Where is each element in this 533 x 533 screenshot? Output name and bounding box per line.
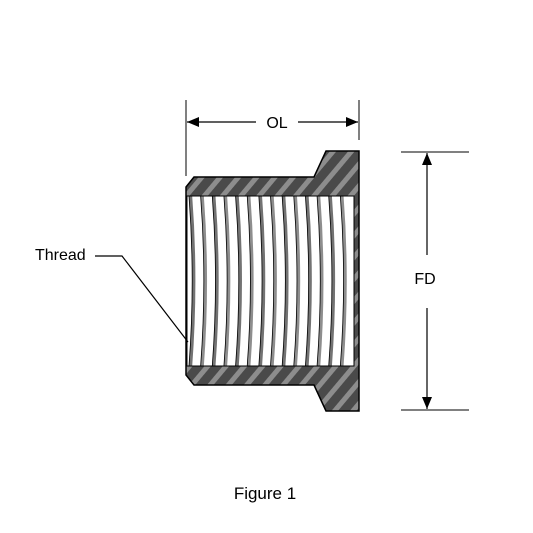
- thread-crest-line: [223, 196, 228, 366]
- fd-label: FD: [414, 271, 435, 288]
- thread-crest-line: [305, 196, 310, 366]
- thread-crest-line: [281, 196, 286, 366]
- thread-crest-line: [258, 196, 263, 366]
- thread-callout: Thread: [35, 247, 189, 343]
- thread-bore: [186, 195, 355, 367]
- thread-crest-line: [211, 196, 216, 366]
- thread-crest-line: [270, 196, 275, 366]
- thread-crest-line: [339, 196, 344, 366]
- flange-diameter-dimension: FD: [401, 151, 469, 411]
- thread-crest-line: [200, 196, 205, 366]
- thread-crest-line: [188, 196, 193, 366]
- thread-crest-line: [316, 196, 321, 366]
- thread-label: Thread: [35, 247, 86, 264]
- thread-crest-line: [235, 196, 240, 366]
- thread-crest-line: [328, 196, 333, 366]
- figure-caption: Figure 1: [234, 484, 296, 503]
- thread-crest-line: [246, 196, 251, 366]
- thread-crest-line: [293, 196, 298, 366]
- ol-label: OL: [266, 115, 287, 132]
- overall-length-dimension: OL: [185, 100, 360, 176]
- thread-leader-line: [95, 255, 189, 343]
